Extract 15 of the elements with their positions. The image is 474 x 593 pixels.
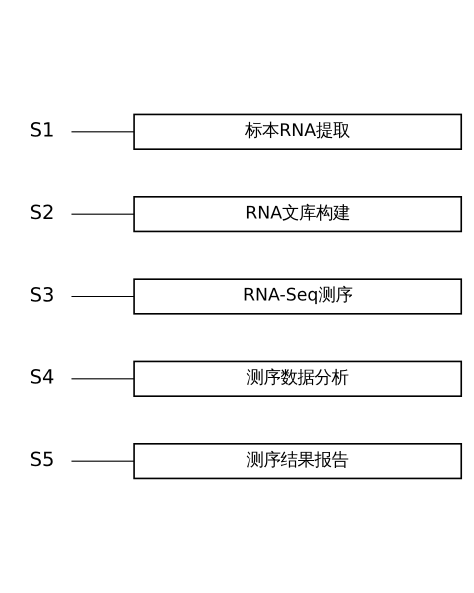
node-box: 测序数据分析 — [133, 360, 462, 397]
node-text: S1 — [30, 118, 54, 142]
node-text: S2 — [30, 200, 54, 224]
node-text: S5 — [30, 448, 54, 471]
connector — [71, 131, 134, 132]
connector — [71, 378, 134, 380]
connector — [71, 296, 134, 298]
connector — [71, 214, 134, 215]
connector — [71, 460, 134, 462]
node-box: 标本RNA提取 — [133, 114, 462, 150]
node-text: S3 — [30, 283, 54, 306]
node-text: S4 — [30, 366, 54, 389]
node-box: 测序结果报告 — [133, 443, 462, 480]
node-box: RNA文库构建 — [133, 196, 462, 232]
node-box: RNA-Seq测序 — [133, 278, 462, 315]
